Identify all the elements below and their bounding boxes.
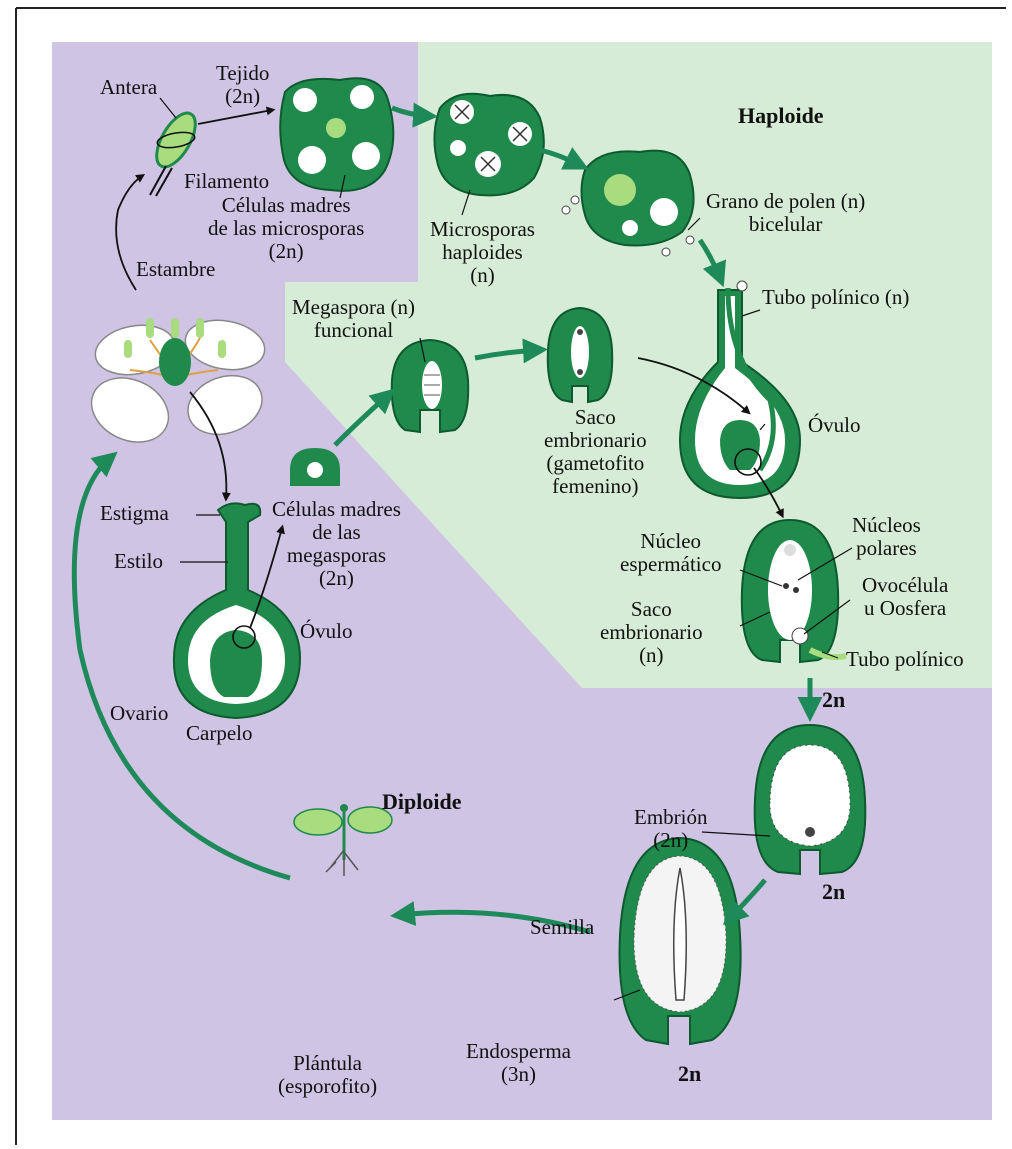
haploid-label: Haploide — [738, 103, 824, 128]
ovary-label: Ovario — [110, 701, 169, 725]
ploidy-2n-label-b: 2n — [822, 879, 846, 904]
anther-label: Antera — [100, 75, 158, 99]
haploid-microspores-label: Microsporas haploides (n) — [430, 217, 535, 287]
flower-icon — [90, 318, 266, 443]
microspores-icon — [433, 92, 545, 197]
ovule-right-label: Óvulo — [808, 413, 861, 437]
embryo-icon — [753, 723, 867, 876]
pollen-grain-label: Grano de polen (n) bicelular — [706, 189, 866, 236]
polar-nuclei-label: Núcleos polares — [852, 513, 921, 560]
megaspore-mother-cells-label: Células madres de las megasporas (2n) — [272, 497, 401, 590]
anther-icon — [149, 111, 197, 197]
cycle-arrows — [71, 102, 823, 935]
egg-cell-label: Ovocélula u Oosfera — [862, 573, 949, 620]
seed-label: Semilla — [530, 915, 595, 939]
pollen-tube-label: Tubo polínico — [846, 647, 964, 671]
embryo-label: Embrión (2n) — [634, 805, 708, 852]
seedling-label: Plántula (esporofito) — [278, 1051, 378, 1098]
filament-label: Filamento — [184, 169, 270, 193]
ploidy-2n-label-c: 2n — [678, 1061, 702, 1086]
fertilization-ovary-icon — [678, 280, 802, 500]
diploid-label: Diploide — [382, 789, 462, 814]
embryo-sac-icon — [546, 306, 614, 404]
carpel-label: Carpelo — [186, 721, 253, 745]
connector-arrows — [115, 106, 784, 629]
sperm-nucleus-label: Núcleo espermático — [620, 529, 722, 576]
anther-tissue-icon — [279, 77, 395, 192]
megaspore-mother-cell-icon — [290, 448, 340, 486]
pollen-anther-icon — [561, 149, 695, 257]
carpel-icon — [172, 502, 302, 720]
ploidy-2n-label-a: 2n — [822, 687, 846, 712]
seed-icon — [618, 836, 742, 1046]
seedling-icon — [293, 804, 393, 876]
stamen-label: Estambre — [136, 257, 216, 281]
embryo-sac-gametophyte-label: Saco embrionario (gametofito femenino) — [544, 405, 647, 498]
embryo-sac-n-label: Saco embrionario (n) — [600, 597, 703, 667]
tissue-label: Tejido (2n) — [216, 61, 270, 108]
pointer-lines — [159, 97, 853, 1001]
ovule-left-label: Óvulo — [300, 619, 353, 643]
endosperm-label: Endosperma (3n) — [466, 1039, 571, 1086]
stigma-label: Estigma — [100, 501, 169, 525]
pollen-tube-n-label: Tubo polínico (n) — [762, 285, 910, 309]
megaspore-icon — [390, 338, 470, 434]
microspore-mother-cells-label: Células madres de las microsporas (2n) — [208, 193, 365, 263]
style-label: Estilo — [114, 549, 164, 573]
megaspore-label: Megaspora (n) funcional — [292, 295, 416, 342]
